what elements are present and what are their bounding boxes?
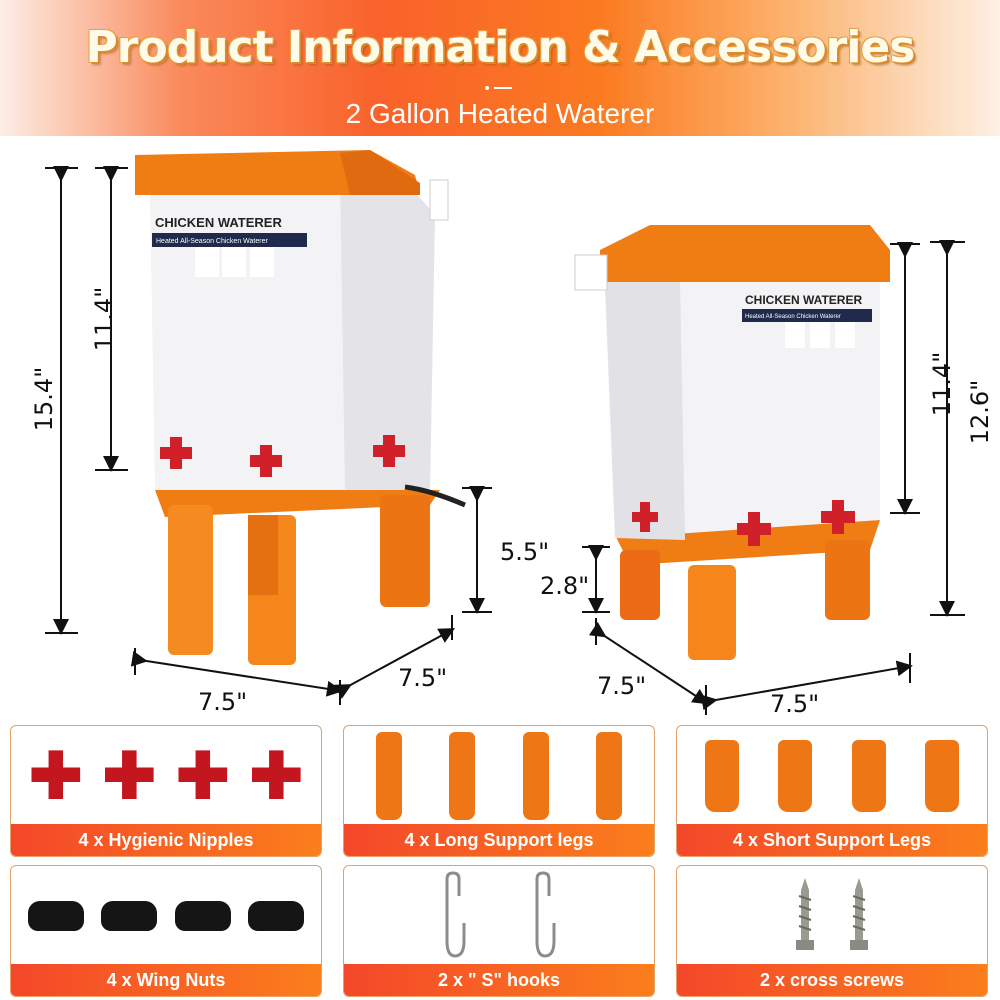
accessory-card-nipples: ✚ ✚ ✚ ✚ 4 x Hygienic Nipples <box>10 725 322 857</box>
wing-nut-icon <box>101 901 158 931</box>
accessory-card-wing-nuts: 4 x Wing Nuts <box>10 865 322 997</box>
waterer-tall-illustration: CHICKEN WATERER Heated All-Season Chicke… <box>135 150 466 665</box>
left-width-label: 7.5" <box>198 688 248 716</box>
right-body-height-label: 11.4" <box>928 351 957 417</box>
wing-nut-icon <box>174 901 231 931</box>
short-leg-icon <box>778 740 813 812</box>
svg-text:CHICKEN WATERER: CHICKEN WATERER <box>745 293 862 307</box>
screw-icon <box>796 878 814 950</box>
long-leg-icon <box>596 732 623 820</box>
accessory-card-long-legs: 4 x Long Support legs <box>343 725 655 857</box>
left-leg-height-label: 5.5" <box>500 538 550 566</box>
nipple-icon: ✚ <box>102 739 157 812</box>
accessory-card-screws: 2 x cross screws <box>676 865 988 997</box>
long-leg-icon <box>375 732 402 820</box>
right-total-height-label: 12.6" <box>966 379 995 445</box>
accessory-card-short-legs: 4 x Short Support Legs <box>676 725 988 857</box>
accessory-label: 2 x cross screws <box>677 964 987 996</box>
s-hook-icon <box>535 871 556 958</box>
accessory-label: 2 x " S" hooks <box>344 964 654 996</box>
s-hook-icon <box>445 871 466 958</box>
accessory-label: 4 x Hygienic Nipples <box>11 824 321 856</box>
svg-text:CHICKEN WATERER: CHICKEN WATERER <box>155 215 282 230</box>
divider <box>485 86 515 90</box>
short-leg-icon <box>851 740 886 812</box>
page-title: Product Information & Accessories <box>85 22 916 73</box>
short-leg-icon <box>925 740 960 812</box>
right-leg-height-label: 2.8" <box>540 572 590 600</box>
svg-text:Heated All-Season Chicken Wate: Heated All-Season Chicken Waterer <box>745 314 841 320</box>
left-body-height-label: 11.4" <box>90 286 119 352</box>
accessory-card-s-hooks: 2 x " S" hooks <box>343 865 655 997</box>
wing-nut-icon <box>27 901 84 931</box>
right-depth-label: 7.5" <box>597 672 647 700</box>
short-leg-icon <box>704 740 739 812</box>
header-banner: Product Information & Accessories 2 Gall… <box>0 0 1000 136</box>
nipple-icon: ✚ <box>249 739 304 812</box>
waterer-short-illustration: CHICKEN WATERER Heated All-Season Chicke… <box>574 225 890 660</box>
wing-nut-icon <box>248 901 305 931</box>
accessory-label: 4 x Long Support legs <box>344 824 654 856</box>
left-depth-label: 7.5" <box>398 664 448 692</box>
svg-text:Heated All-Season Chicken Wate: Heated All-Season Chicken Waterer <box>156 238 268 245</box>
nipple-icon: ✚ <box>175 739 230 812</box>
screw-icon <box>850 878 868 950</box>
accessory-label: 4 x Short Support Legs <box>677 824 987 856</box>
long-leg-icon <box>522 732 549 820</box>
page-subtitle: 2 Gallon Heated Waterer <box>345 98 655 129</box>
nipple-icon: ✚ <box>28 739 83 812</box>
right-width-label: 7.5" <box>770 690 820 718</box>
long-leg-icon <box>449 732 476 820</box>
accessory-label: 4 x Wing Nuts <box>11 964 321 996</box>
dimension-lines <box>45 166 965 715</box>
left-total-height-label: 15.4" <box>30 366 59 432</box>
